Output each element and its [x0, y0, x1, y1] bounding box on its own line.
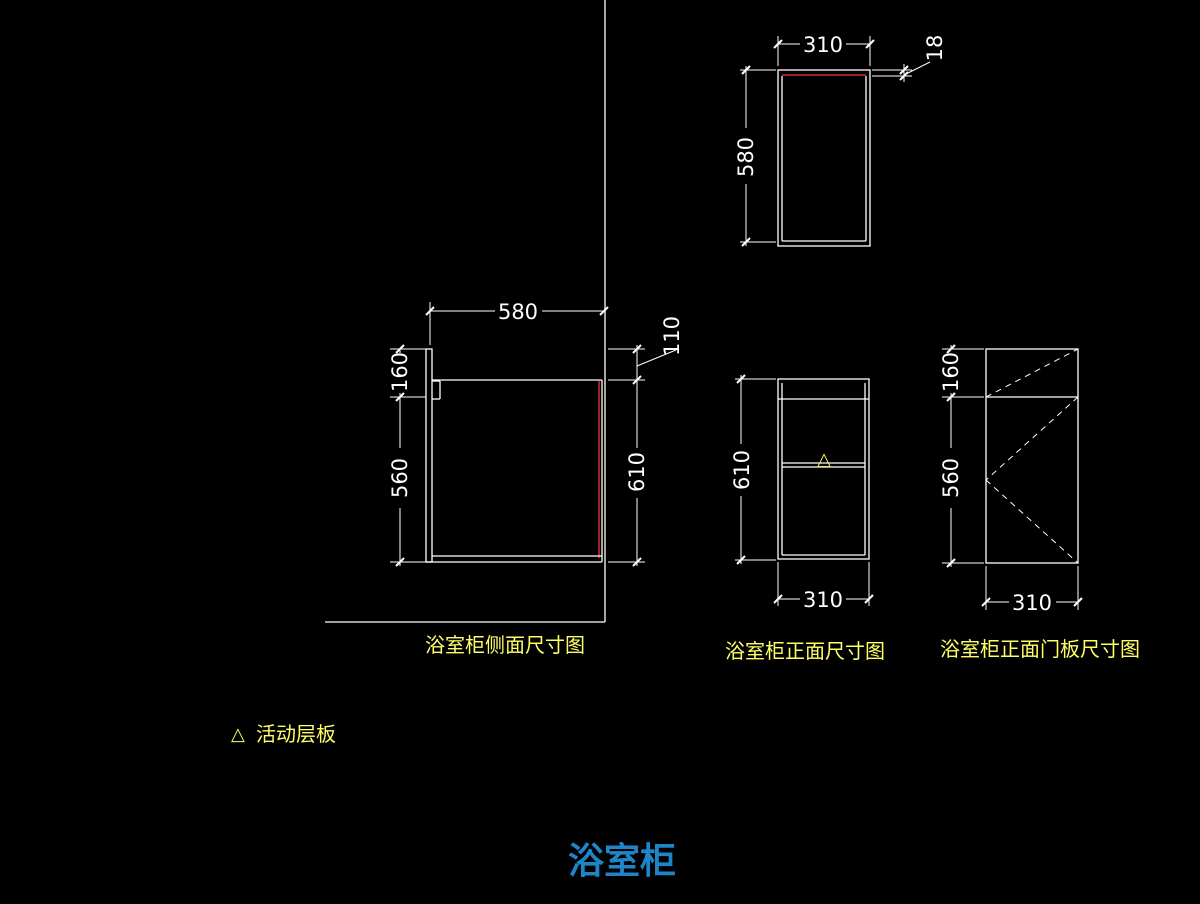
- door-view-panel: [985, 348, 1079, 564]
- drawing-title: 浴室柜: [568, 841, 676, 882]
- legend-symbol: △: [231, 724, 245, 745]
- top-depth-dimension: 580: [734, 65, 776, 247]
- top-edge-dimension: 18: [872, 35, 947, 82]
- door-top-label: 160: [939, 352, 963, 392]
- door-width-dimension: 310: [981, 566, 1083, 615]
- front-height-label: 610: [730, 450, 754, 490]
- front-view-cabinet: [777, 378, 870, 560]
- legend-label: 活动层板: [256, 722, 336, 746]
- door-left-dimension: 160 560: [939, 344, 984, 568]
- side-total-label: 610: [625, 452, 649, 492]
- top-depth-label: 580: [734, 137, 758, 177]
- side-view-caption: 浴室柜侧面尺寸图: [425, 633, 585, 657]
- front-view-caption: 浴室柜正面尺寸图: [725, 639, 885, 663]
- side-top-label: 160: [388, 352, 412, 392]
- front-height-dimension: 610: [730, 374, 776, 565]
- adjustable-shelf-marker: △: [817, 449, 831, 470]
- door-body-label: 560: [939, 458, 963, 498]
- top-width-dimension: 310: [773, 33, 875, 66]
- side-width-dimension: 580: [425, 300, 609, 345]
- door-view-caption: 浴室柜正面门板尺寸图: [940, 637, 1140, 661]
- side-thickness-label: 110: [660, 316, 684, 356]
- side-right-dimension: 610 110: [608, 316, 684, 567]
- side-view-cabinet: [425, 348, 603, 563]
- front-width-dimension: 310: [773, 562, 874, 612]
- door-width-label: 310: [1012, 591, 1052, 615]
- top-width-label: 310: [803, 33, 843, 57]
- top-edge-label: 18: [923, 35, 947, 62]
- side-body-label: 560: [388, 458, 412, 498]
- side-left-dimension: 160 560: [388, 344, 426, 567]
- top-view-cabinet: [777, 69, 871, 247]
- side-width-label: 580: [498, 300, 538, 324]
- legend: △ 活动层板: [231, 722, 336, 746]
- front-width-label: 310: [803, 588, 843, 612]
